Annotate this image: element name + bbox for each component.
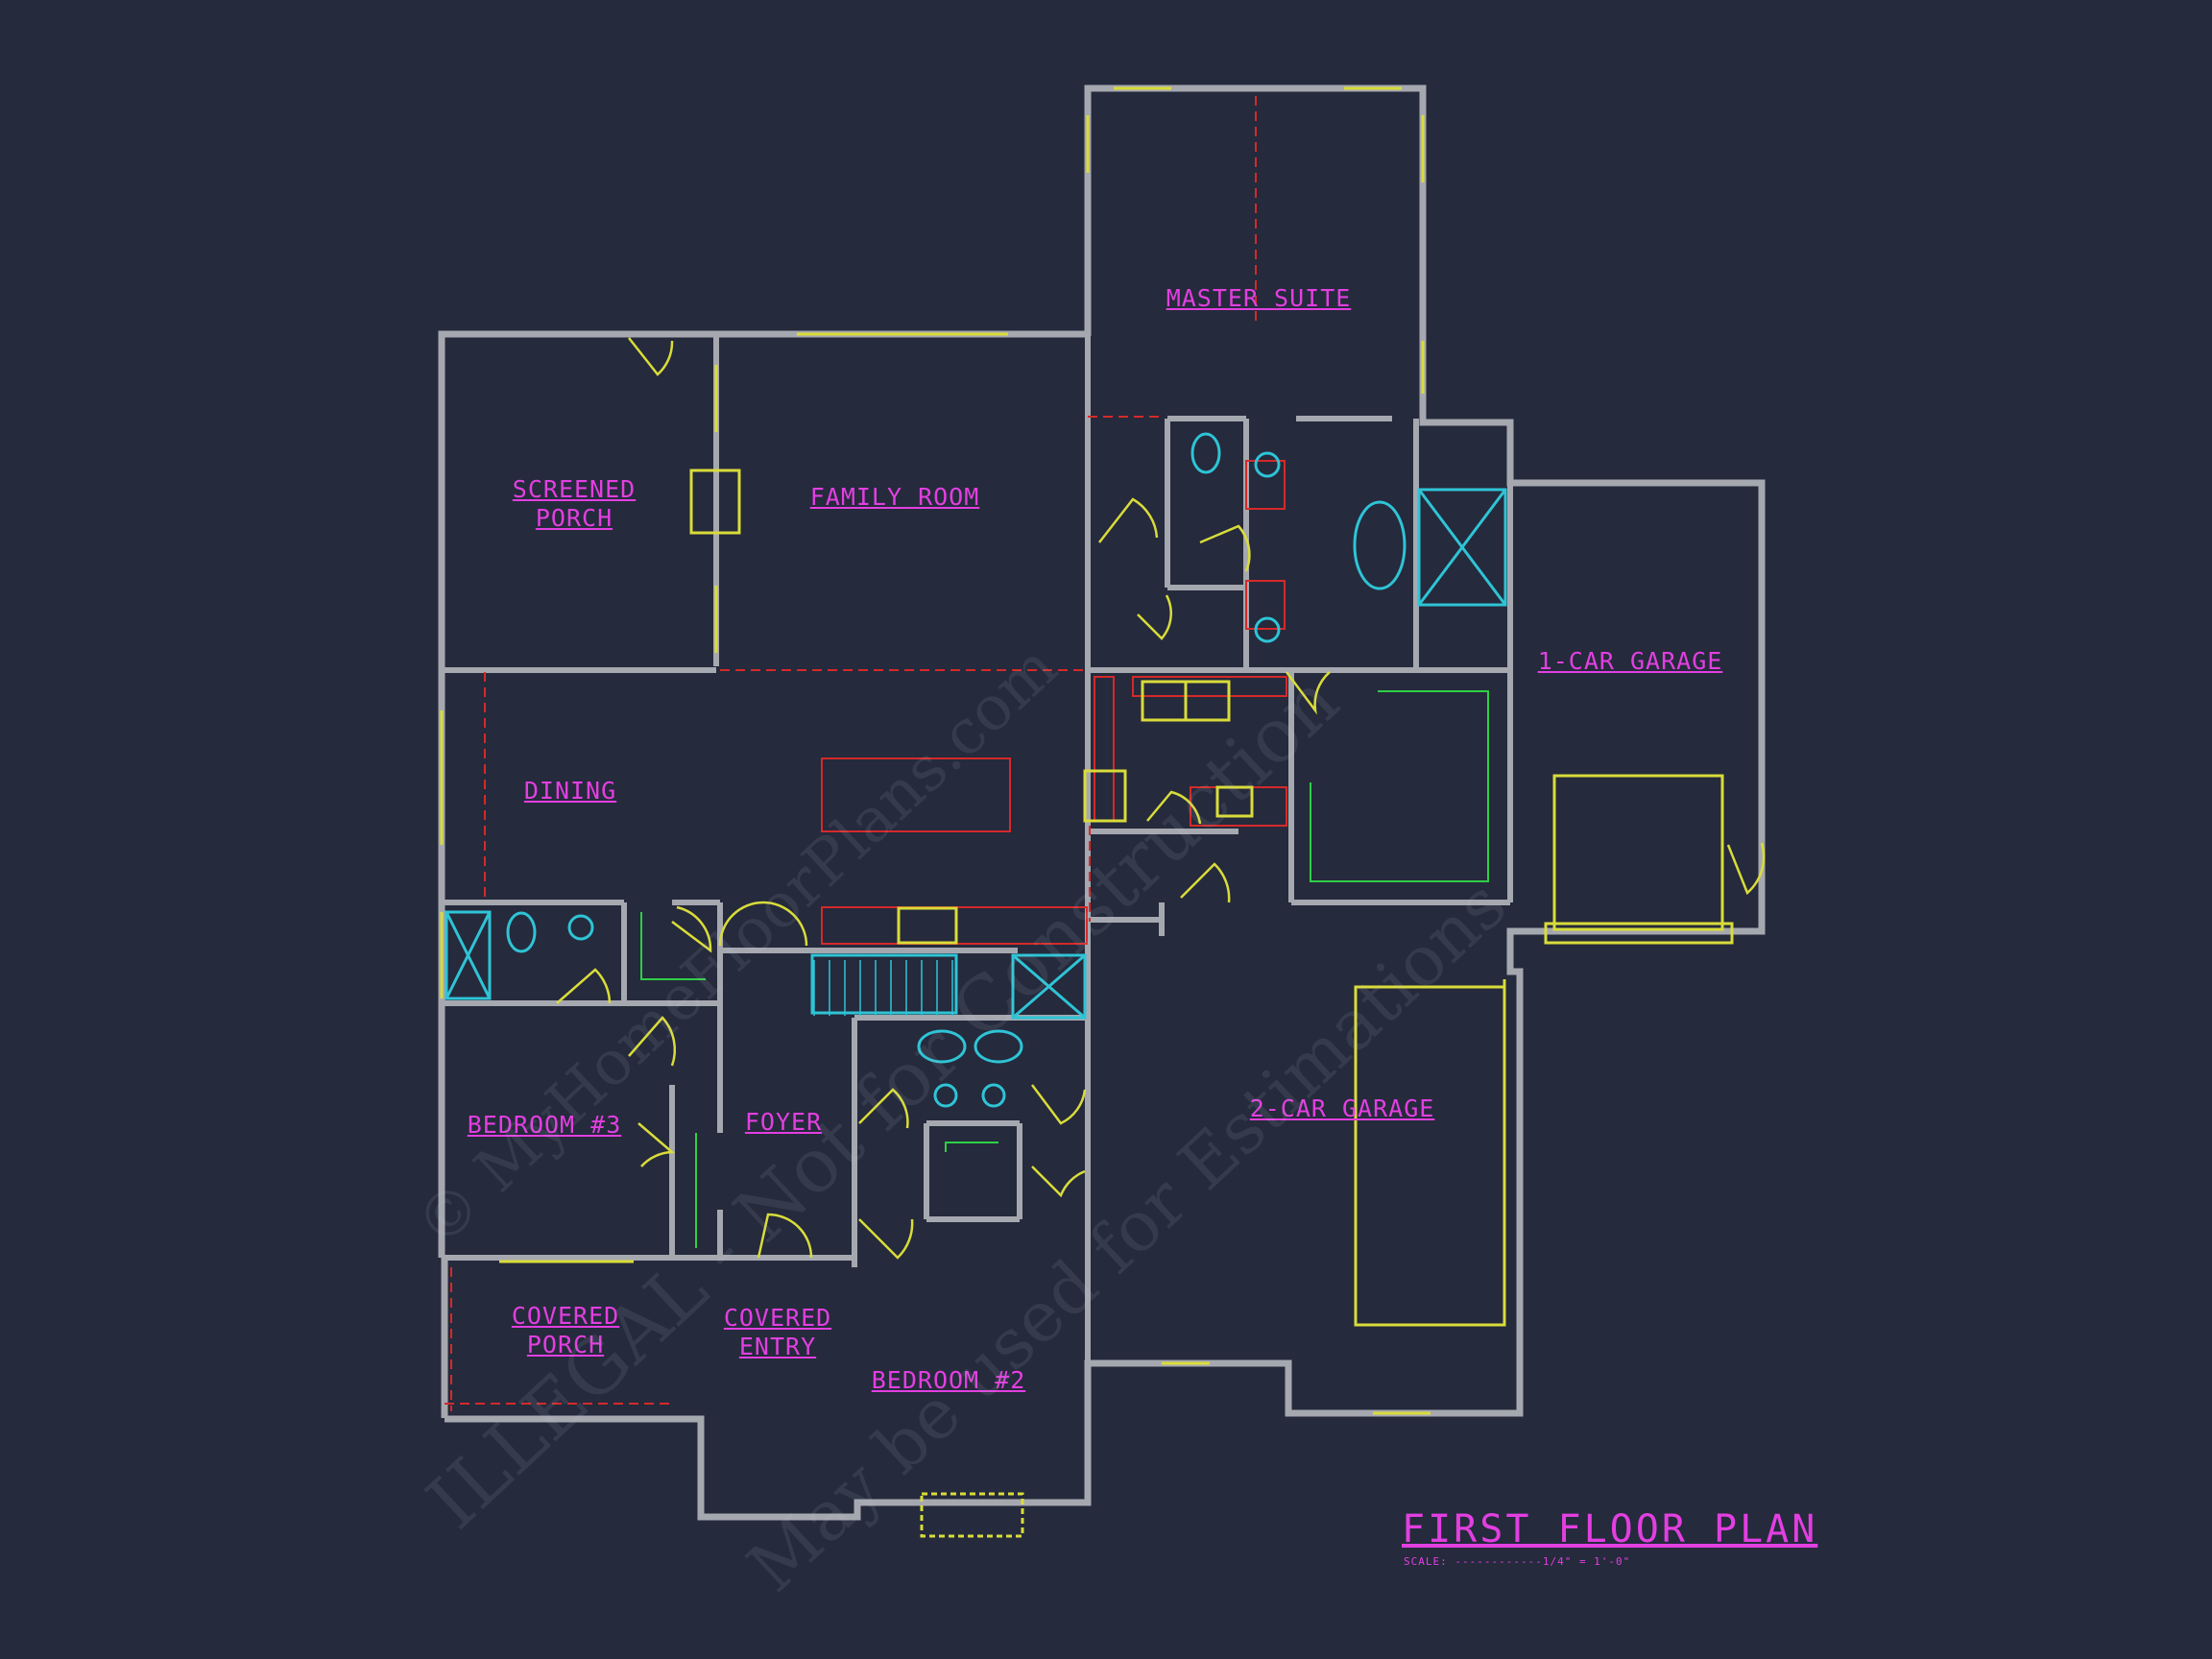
room-label-bedroom-2: BEDROOM #2 [871,1366,1026,1394]
windows [440,86,1734,1538]
room-label-bedroom-3: BEDROOM #3 [467,1111,622,1139]
green-shelves [640,690,1489,1248]
room-label-covered-porch: COVERED PORCH [511,1302,620,1358]
room-label-dining: DINING [523,777,617,805]
room-label-master-suite: MASTER SUITE [1166,284,1352,312]
stairs [813,960,953,1016]
interior-walls [442,334,1513,1517]
fixtures [445,432,1507,1108]
room-label-foyer: FOYER [744,1108,823,1136]
room-label-screened-porch: SCREENED PORCH [512,475,637,532]
doors [556,337,1766,1260]
cabinets [821,460,1287,945]
dashed-lines [445,96,1257,1411]
room-label-family-room: FAMILY ROOM [809,483,980,511]
plan-scale: SCALE: ------------1/4" = 1'-0" [1404,1555,1631,1568]
room-label-one-car-garage: 1-CAR GARAGE [1537,647,1723,675]
room-label-covered-entry: COVERED ENTRY [723,1304,832,1360]
plan-title: FIRST FLOOR PLAN [1402,1507,1818,1551]
room-label-two-car-garage: 2-CAR GARAGE [1249,1094,1435,1122]
